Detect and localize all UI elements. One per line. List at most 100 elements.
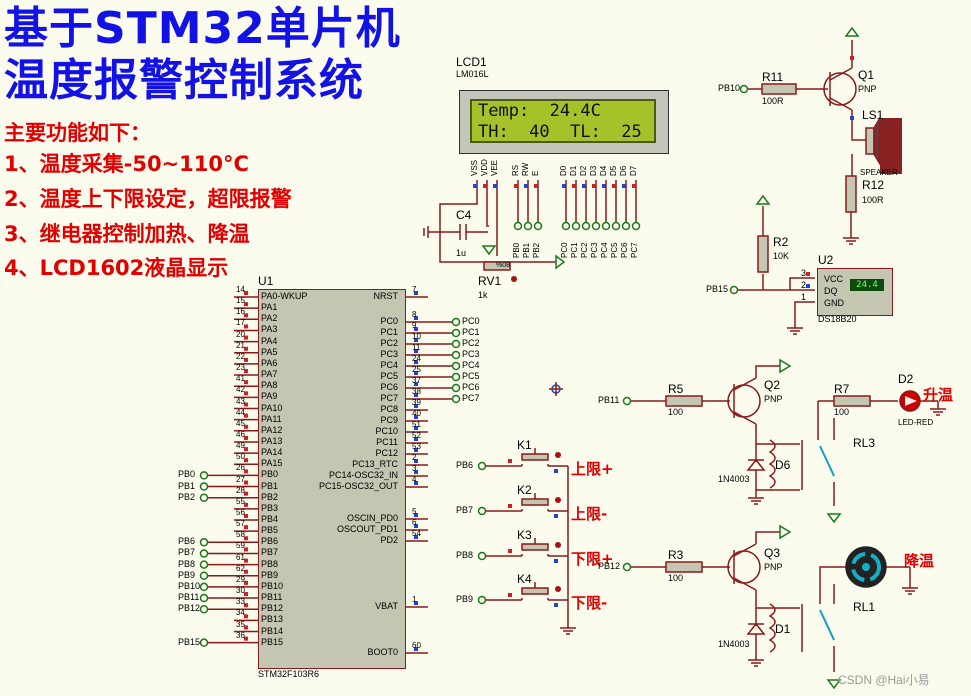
mcu-left-pin-name: PB4: [261, 514, 279, 524]
lcd-data-terminal: [631, 221, 641, 231]
c4-ref: C4: [456, 208, 472, 222]
mcu-left-pin-num: 58: [236, 530, 245, 540]
mcu-net-label: PB1: [178, 480, 196, 491]
mcu-left-pin-name: PA1: [261, 302, 278, 313]
mcu-right-pin-name: PC8: [380, 404, 398, 414]
mcu-right-pin-name: OSCIN_PD0: [346, 513, 398, 523]
mcu-right-pin-marker: [414, 448, 418, 452]
r11-body: [761, 83, 797, 95]
mcu-left-pin-num: 41: [236, 374, 245, 384]
r12-ref: R12: [862, 178, 885, 192]
mcu-right-pin-marker: [414, 601, 418, 605]
mcu-net-label: PB0: [178, 469, 196, 480]
key-dot: [555, 586, 561, 592]
mcu-right-pin-num: 4: [412, 475, 417, 484]
mcu-net-terminal: [199, 582, 209, 592]
key-marker2: [554, 514, 558, 518]
heat-tag: 升温: [923, 386, 954, 404]
mcu-left-pin-name: PA2: [261, 313, 278, 324]
mcu-right-pin-num: 54: [412, 529, 421, 538]
mcu-left-pin-marker: [244, 413, 248, 418]
mcu-net-label: PB11: [178, 592, 200, 603]
mcu-left-pin-num: 46: [236, 429, 245, 439]
key-cap: [521, 453, 549, 461]
q2-vcc: [755, 365, 780, 378]
ds18b20-sensor: VCC DQ GND 24.4: [817, 268, 893, 316]
rl3-coil: [768, 439, 776, 489]
q2-type: PNP: [764, 394, 783, 404]
pb12-label: PB12: [598, 561, 621, 571]
mcu-right-pin-name: PC3: [380, 349, 398, 359]
vcc-wire: [789, 277, 815, 290]
mcu-net-terminal: [199, 560, 209, 569]
mcu-right-pin-num: 53: [412, 442, 421, 451]
mcu-ref: U1: [258, 274, 274, 288]
rv1-display: %08: [496, 262, 511, 269]
u2-model: DS18B20: [818, 314, 857, 324]
lcd-data-terminal: [513, 221, 523, 231]
mcu-right-pin-name: PC11: [376, 437, 398, 447]
mcu-right-pin-name: PC13_RTC: [352, 459, 398, 469]
lcd-net-label: PC7: [630, 242, 639, 258]
mcu-net-terminal: [451, 339, 461, 349]
parts: [244, 26, 946, 690]
u2-ref: U2: [818, 253, 834, 267]
mcu-left-pin-num: 30: [236, 586, 245, 596]
r7-body: [833, 395, 871, 407]
mcu-right-pin-name: OSCOUT_PD1: [336, 524, 398, 534]
ds-display: 24.4: [850, 279, 884, 291]
lcd-pin-name: VDD: [480, 159, 489, 176]
mcu-net-terminal: [199, 538, 209, 547]
mcu-net-terminal: [451, 328, 461, 338]
q1-vcc: [844, 26, 860, 37]
mcu-left-pin-num: 16: [236, 307, 245, 317]
led-arrow: [905, 396, 917, 406]
mcu-right-pin-num: 37: [412, 376, 421, 385]
lcd-pin-name: VEE: [490, 159, 499, 176]
r5-ref: R5: [668, 382, 684, 396]
key-terminal: [477, 595, 487, 605]
lcd-pin-name: D4: [599, 165, 608, 176]
mcu-right-pin-marker: [414, 437, 418, 441]
mcu-net-label: PC1: [462, 327, 480, 337]
mcu-right-pin-name: PC15-OSC32_OUT: [318, 481, 398, 491]
lcd-net-label: PC1: [570, 242, 579, 258]
mcu-left-pin-num: 36: [236, 630, 245, 640]
mcu-left-pin-name: PB13: [261, 614, 284, 625]
lcd-data-terminal: [571, 221, 581, 231]
key-marker2: [554, 469, 558, 473]
mcu-right-pin-marker: [414, 535, 418, 539]
key-net-label: PB9: [456, 594, 474, 604]
mcu-right-pin-num: 40: [412, 409, 421, 418]
fan-blades: [851, 552, 881, 582]
mcu-left-pin-marker: [244, 480, 248, 485]
key-cap: [521, 587, 549, 595]
mcu-left-pin-marker: [244, 536, 248, 541]
wires: [208, 40, 938, 672]
lcd-data-terminal: [581, 221, 591, 231]
mcu-right-pin-marker: [414, 404, 418, 408]
mcu-right-pin-marker: [414, 360, 418, 364]
mcu-right-pin-name: PD2: [380, 535, 398, 545]
rv1-body: [483, 261, 511, 271]
key-cap: [521, 498, 549, 506]
mcu-right-pin-num: 39: [412, 398, 421, 407]
q1-type: PNP: [858, 84, 877, 94]
q1-marker2: [850, 116, 854, 120]
lcd-pin-marker: [602, 184, 606, 188]
q1-body: [823, 72, 857, 106]
mcu-left-pin-num: 49: [236, 441, 245, 451]
mcu-left-pin-name: PA13: [261, 435, 283, 446]
mcu-left-pin-marker: [244, 502, 248, 507]
rl3-switch: [819, 445, 835, 477]
mcu-left-pin-num: 23: [236, 363, 245, 373]
mcu-net-terminal: [451, 394, 461, 404]
q3-body: [727, 550, 761, 584]
key-net-label: PB7: [456, 505, 474, 515]
feature-item-1: 1、温度采集-50~110°C: [4, 152, 249, 176]
pb10-label: PB10: [718, 83, 741, 93]
mcu-right-pin-name: PC4: [380, 360, 398, 370]
lcd-net-label: PC0: [560, 242, 569, 258]
lcd-pin-marker: [612, 184, 616, 188]
mcu-net-label: PB15: [178, 636, 201, 647]
